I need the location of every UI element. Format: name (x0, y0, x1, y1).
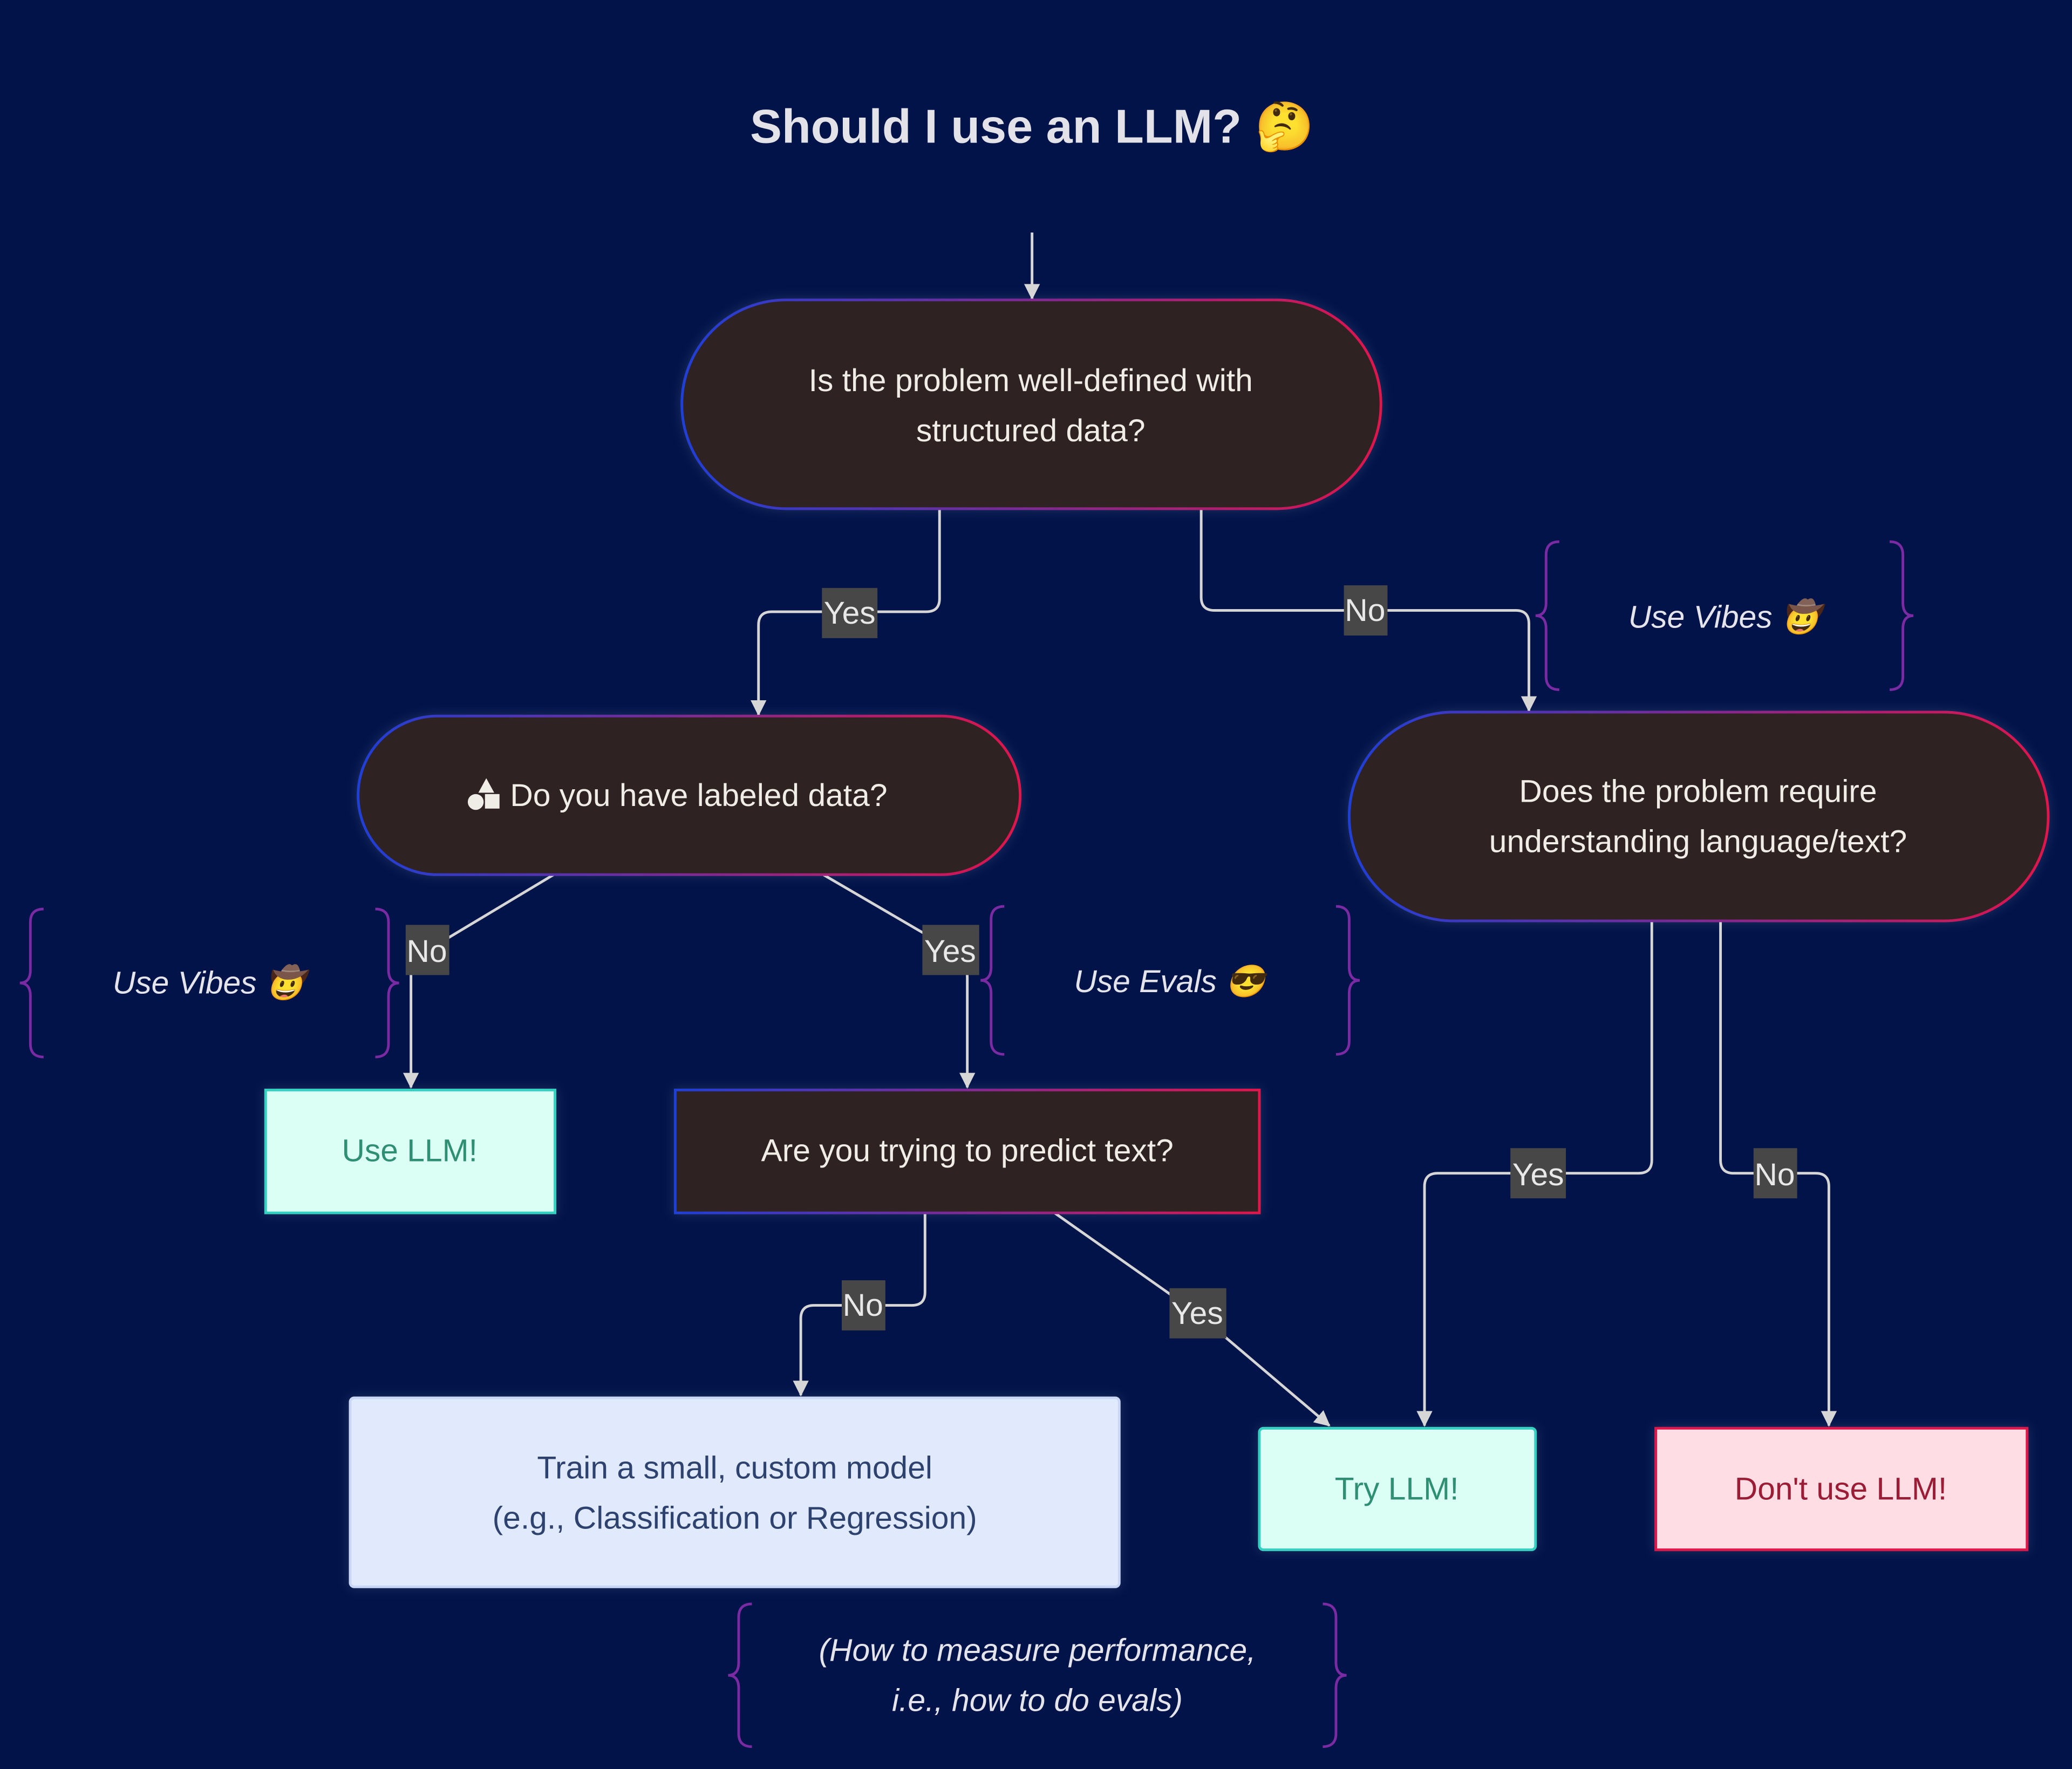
node-predict-text: Are you trying to predict text? (761, 1133, 1174, 1169)
node-try-llm: Try LLM! (1258, 1426, 1537, 1552)
edge-label-structured-no: No (1344, 585, 1388, 636)
node-language-line1: Does the problem require (1519, 774, 1877, 809)
node-train-line1: Train a small, custom model (537, 1450, 932, 1485)
node-language-line2: understanding language/text? (1489, 824, 1907, 859)
node-structured-data-question: Is the problem well-defined with structu… (680, 298, 1382, 510)
edge-label-predict-yes: Yes (1169, 1288, 1226, 1338)
node-train-model: Train a small, custom model (e.g., Class… (349, 1396, 1121, 1588)
svg-text:Yes: Yes (924, 934, 976, 969)
node-dont-use-text: Don't use LLM! (1735, 1472, 1947, 1507)
svg-text:No: No (406, 934, 447, 969)
diagram-title: Should I use an LLM? 🤔 (750, 99, 1314, 153)
comment-evals-text: Use Evals 😎 (1074, 964, 1270, 999)
node-labeled-text: Do you have labeled data? (510, 778, 887, 813)
svg-text:No: No (1345, 593, 1385, 628)
edge-label-labeled-yes: Yes (922, 925, 979, 975)
node-try-llm-text: Try LLM! (1335, 1472, 1459, 1507)
edge-labeled-no (403, 873, 555, 1089)
edge-label-language-no: No (1753, 1148, 1797, 1199)
svg-text:Yes: Yes (1171, 1296, 1223, 1331)
comment-vibes-left: Use Vibes 🤠 (19, 907, 399, 1058)
comment-measure-performance: (How to measure performance, i.e., how t… (728, 1602, 1347, 1748)
comment-vibes-top: Use Vibes 🤠 (1535, 540, 1914, 691)
svg-text:Yes: Yes (824, 596, 876, 631)
svg-text:No: No (843, 1288, 883, 1323)
comment-measure-line2: i.e., how to do evals) (892, 1683, 1183, 1718)
edge-label-language-yes: Yes (1510, 1148, 1566, 1199)
node-labeled-data-question: Do you have labeled data? (357, 714, 1022, 876)
node-dont-use-llm: Don't use LLM! (1654, 1426, 2029, 1552)
comment-evals: Use Evals 😎 (980, 905, 1360, 1056)
svg-text:No: No (1754, 1157, 1795, 1192)
comment-vibes-left-text: Use Vibes 🤠 (113, 964, 312, 1001)
svg-text:Yes: Yes (1512, 1157, 1564, 1192)
comment-vibes-top-text: Use Vibes 🤠 (1628, 597, 1828, 634)
node-use-llm-text: Use LLM! (342, 1133, 477, 1169)
node-use-llm: Use LLM! (264, 1088, 557, 1214)
edge-label-predict-no: No (842, 1280, 885, 1331)
node-predict-text-question: Are you trying to predict text? (673, 1088, 1261, 1214)
edge-label-labeled-no: No (405, 925, 449, 975)
comment-measure-line1: (How to measure performance, (819, 1633, 1256, 1668)
node-structured-line2: structured data? (916, 413, 1146, 448)
node-structured-line1: Is the problem well-defined with (809, 363, 1253, 398)
node-language-question: Does the problem require understanding l… (1347, 711, 2050, 923)
shapes-icon (467, 778, 500, 810)
node-train-line2: (e.g., Classification or Regression) (493, 1500, 977, 1535)
edge-labeled-yes (822, 873, 976, 1089)
edge-label-structured-yes: Yes (822, 588, 878, 638)
